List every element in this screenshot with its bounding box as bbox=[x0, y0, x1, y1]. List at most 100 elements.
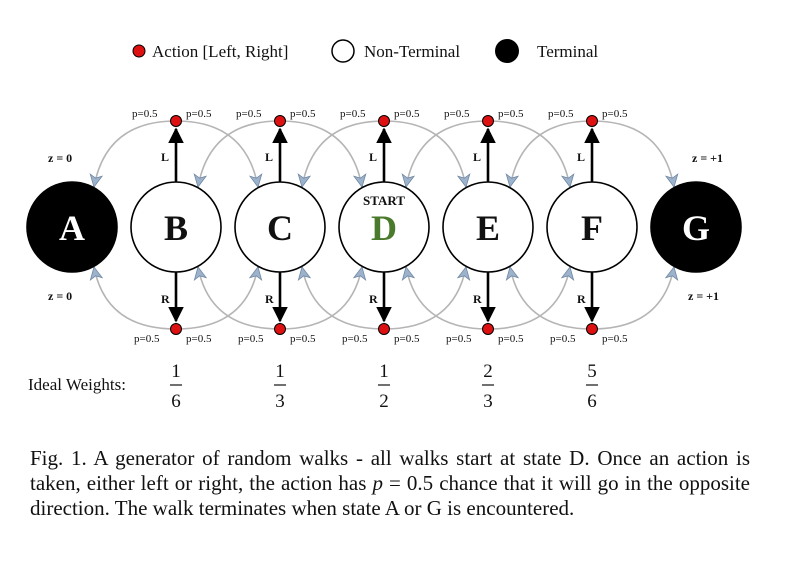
legend-terminal-label: Terminal bbox=[537, 42, 598, 61]
arc-arrowhead bbox=[193, 266, 208, 281]
transition-arcs bbox=[93, 120, 675, 330]
legend-nonterminal-circle bbox=[331, 39, 355, 63]
arc-arrowhead bbox=[560, 173, 575, 188]
transition-arc bbox=[279, 266, 363, 330]
transition-arc bbox=[175, 120, 259, 188]
state-label: A bbox=[59, 208, 85, 248]
state-label: F bbox=[581, 208, 603, 248]
transition-arc bbox=[383, 266, 467, 330]
state-label: C bbox=[267, 208, 293, 248]
state-circle bbox=[338, 181, 430, 273]
right-action-dot bbox=[378, 323, 390, 335]
fraction-numerator: 2 bbox=[483, 361, 493, 382]
left-action-dot bbox=[482, 115, 494, 127]
arc-arrowheads bbox=[89, 173, 679, 281]
probability-label: p=0.5 bbox=[238, 333, 264, 345]
left-action-label: L bbox=[369, 150, 377, 164]
fraction-denominator: 6 bbox=[171, 391, 181, 412]
reward-right-bottom: z = +1 bbox=[688, 289, 719, 303]
arc-arrowhead bbox=[505, 173, 520, 188]
transition-arc bbox=[175, 266, 259, 330]
arc-arrowhead bbox=[401, 266, 416, 281]
right-action-label: R bbox=[473, 292, 482, 306]
right-action-label: R bbox=[161, 292, 170, 306]
arc-arrowhead bbox=[297, 266, 312, 281]
transition-arc bbox=[301, 266, 385, 330]
probability-label: p=0.5 bbox=[186, 333, 212, 345]
probability-label: p=0.5 bbox=[602, 108, 628, 120]
probability-label: p=0.5 bbox=[290, 333, 316, 345]
ideal-weight-fraction: 56 bbox=[586, 361, 598, 412]
arc-arrowhead bbox=[456, 173, 471, 188]
arc-arrowhead bbox=[352, 173, 367, 188]
reward-right-top: z = +1 bbox=[692, 151, 723, 165]
arc-arrowhead bbox=[248, 173, 263, 188]
caption-part2: = 0.5 chance that it will go in the oppo… bbox=[30, 471, 750, 520]
state-circle bbox=[546, 181, 638, 273]
state-label: B bbox=[164, 208, 188, 248]
transition-arc bbox=[509, 266, 593, 330]
probability-label: p=0.5 bbox=[134, 333, 160, 345]
right-action-dot bbox=[274, 323, 286, 335]
right-action-dot bbox=[586, 323, 598, 335]
left-action-label: L bbox=[473, 150, 481, 164]
reward-left-top: z = 0 bbox=[48, 151, 72, 165]
transition-arc bbox=[93, 266, 177, 330]
ideal-weight-fraction: 16 bbox=[170, 361, 182, 412]
state-label: G bbox=[682, 208, 710, 248]
ideal-weights-label: Ideal Weights: bbox=[28, 375, 126, 394]
arc-arrowhead bbox=[664, 173, 679, 188]
arc-arrowhead bbox=[352, 266, 367, 281]
right-action-label: R bbox=[369, 292, 378, 306]
transition-arc bbox=[405, 266, 489, 330]
transition-arc bbox=[93, 120, 177, 188]
transition-arc bbox=[405, 120, 489, 188]
probability-label: p=0.5 bbox=[498, 333, 524, 345]
transition-arc bbox=[591, 266, 675, 330]
left-action-dot bbox=[586, 115, 598, 127]
transition-arc bbox=[487, 120, 571, 188]
fraction-denominator: 3 bbox=[483, 391, 493, 412]
state-label: D bbox=[371, 208, 397, 248]
state-label: E bbox=[476, 208, 500, 248]
state-g: G bbox=[650, 181, 742, 273]
transition-arc bbox=[301, 120, 385, 188]
arc-arrowhead bbox=[401, 173, 416, 188]
legend-nonterminal-label: Non-Terminal bbox=[364, 42, 460, 61]
left-action-dot bbox=[274, 115, 286, 127]
probability-label: p=0.5 bbox=[602, 333, 628, 345]
reward-left-bottom: z = 0 bbox=[48, 289, 72, 303]
probability-label: p=0.5 bbox=[394, 108, 420, 120]
ideal-weight-fraction: 13 bbox=[274, 361, 286, 412]
transition-arc bbox=[591, 120, 675, 188]
probability-label: p=0.5 bbox=[548, 108, 574, 120]
state-circle bbox=[442, 181, 534, 273]
figure-caption: Fig. 1. A generator of random walks - al… bbox=[30, 446, 750, 521]
fraction-numerator: 1 bbox=[379, 361, 389, 382]
transition-arc bbox=[383, 120, 467, 188]
arc-arrowhead bbox=[193, 173, 208, 188]
left-action-label: L bbox=[161, 150, 169, 164]
probability-label: p=0.5 bbox=[236, 108, 262, 120]
action-arrows bbox=[168, 115, 600, 335]
probability-label: p=0.5 bbox=[446, 333, 472, 345]
legend-action-dot bbox=[132, 44, 146, 58]
legend-action-label: Action [Left, Right] bbox=[152, 42, 288, 61]
right-action-label: R bbox=[265, 292, 274, 306]
right-action-label: R bbox=[577, 292, 586, 306]
state-circle bbox=[130, 181, 222, 273]
caption-part1: Fig. 1. A generator of random walks - al… bbox=[30, 446, 750, 495]
arc-arrowhead bbox=[505, 266, 520, 281]
transition-arc bbox=[197, 120, 281, 188]
ideal-weight-fraction: 12 bbox=[378, 361, 390, 412]
state-circle bbox=[650, 181, 742, 273]
arc-arrowhead bbox=[89, 173, 104, 188]
probability-label: p=0.5 bbox=[498, 108, 524, 120]
fraction-numerator: 1 bbox=[275, 361, 285, 382]
probability-label: p=0.5 bbox=[394, 333, 420, 345]
probability-label: p=0.5 bbox=[444, 108, 470, 120]
legend-terminal-circle bbox=[495, 39, 519, 63]
